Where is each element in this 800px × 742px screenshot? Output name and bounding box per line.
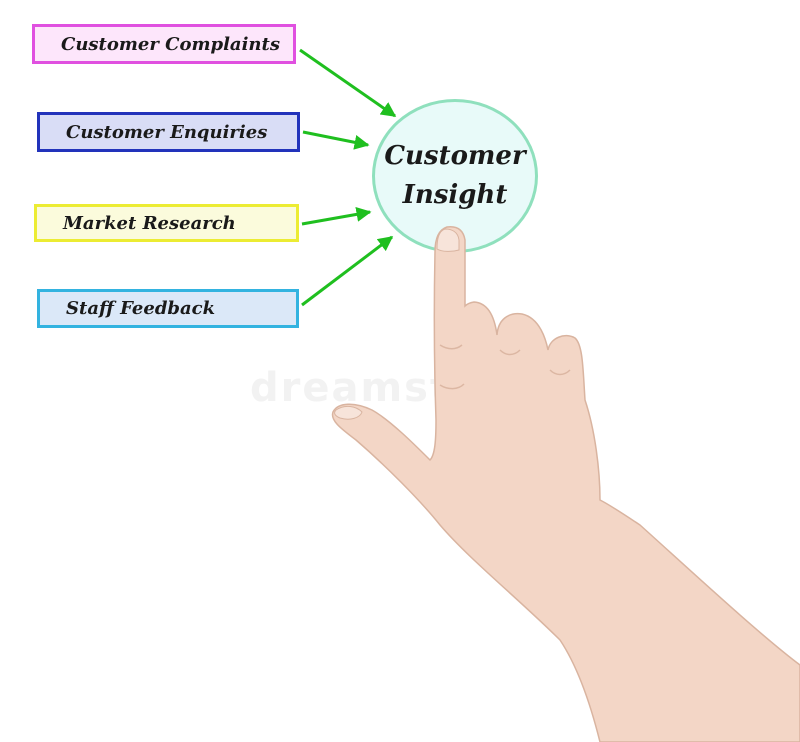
- input-label: Market Research: [63, 212, 236, 234]
- input-box-staff-feedback: Staff Feedback: [37, 289, 299, 328]
- arrow-complaints: [299, 48, 397, 118]
- input-label: Customer Enquiries: [66, 121, 268, 143]
- pointing-hand-image: [331, 226, 800, 742]
- input-box-customer-complaints: Customer Complaints: [32, 24, 296, 64]
- input-label: Staff Feedback: [66, 298, 216, 319]
- center-label-line2: Insight: [402, 180, 508, 210]
- input-label: Customer Complaints: [61, 33, 280, 55]
- arrow-enquiries: [302, 130, 370, 150]
- arrow-staff-feedback: [301, 235, 394, 307]
- input-box-customer-enquiries: Customer Enquiries: [37, 112, 300, 152]
- input-box-market-research: Market Research: [34, 204, 299, 242]
- arrow-market-research: [301, 206, 372, 226]
- center-label-line1: Customer: [384, 141, 526, 171]
